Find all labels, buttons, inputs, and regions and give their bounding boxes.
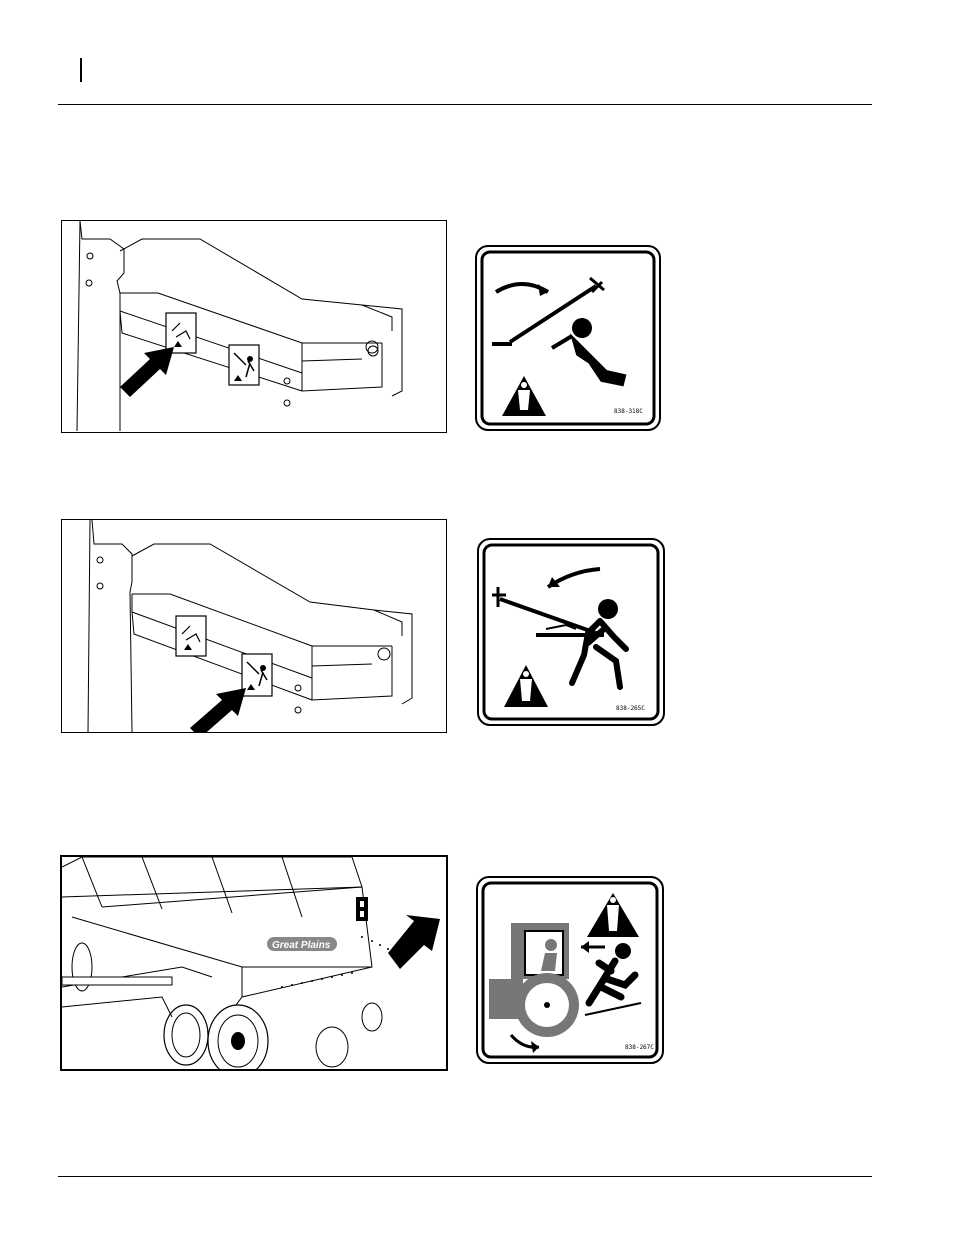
decal-crushing-hazard-1: 838-318C bbox=[474, 244, 662, 432]
figure-frame-decal-right bbox=[61, 519, 447, 733]
brand-logo: Great Plains bbox=[272, 940, 331, 951]
machine-illustration: Great Plains bbox=[62, 857, 446, 1069]
header-marker bbox=[80, 58, 82, 82]
figure-frame-decal-left bbox=[61, 220, 447, 433]
decal-code-3: 838-267C bbox=[625, 1044, 654, 1051]
decal-code-1: 838-318C bbox=[614, 408, 643, 415]
frame-illustration-1 bbox=[62, 221, 446, 432]
frame-illustration-2 bbox=[62, 520, 446, 732]
header-rule bbox=[58, 104, 872, 105]
footer-rule bbox=[58, 1176, 872, 1177]
decal-code-2: 838-265C bbox=[616, 705, 645, 712]
decal-crushing-hazard-2: 838-265C bbox=[476, 537, 666, 727]
decal-runover-hazard: 838-267C bbox=[475, 875, 665, 1065]
figure-drill-machine: Great Plains bbox=[60, 855, 448, 1071]
